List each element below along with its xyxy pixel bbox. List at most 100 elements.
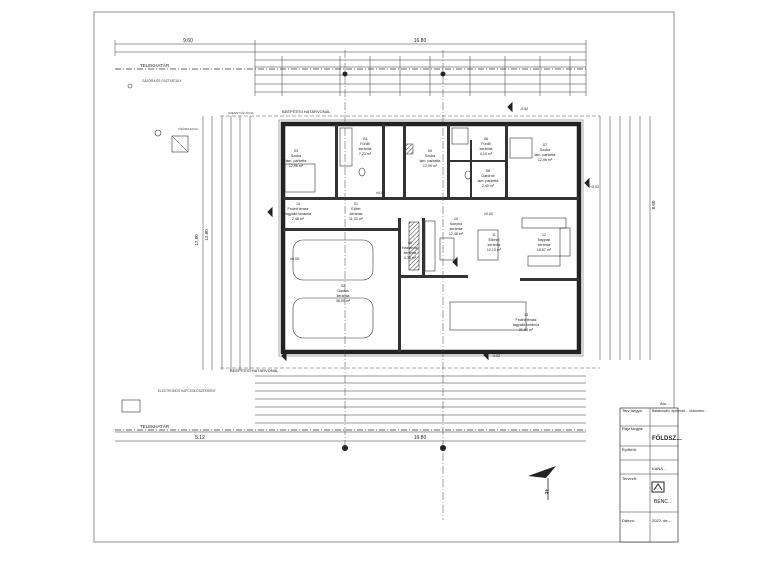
svg-text:Szoba: Szoba — [291, 154, 301, 158]
svg-text:2,48 m²: 2,48 m² — [292, 217, 305, 221]
svg-text:FÖLDSZ…: FÖLDSZ… — [652, 435, 682, 442]
svg-text:-0.62: -0.62 — [520, 107, 528, 111]
svg-text:12,96 m²: 12,96 m² — [538, 158, 553, 162]
dim-side-left: 17.80 — [194, 234, 199, 246]
svg-text:Étkező: Étkező — [489, 237, 500, 242]
svg-text:Gardrób: Gardrób — [481, 174, 494, 178]
title-block — [619, 407, 679, 543]
telekhatar-top: TELEKHATÁR — [140, 62, 170, 68]
svg-text:-0.02: -0.02 — [492, 354, 500, 358]
svg-text:12,96 m²: 12,96 m² — [289, 164, 304, 168]
svg-text:11,33 m²: 11,33 m² — [349, 217, 364, 221]
svg-text:08: 08 — [486, 169, 490, 173]
svg-text:2022. de…: 2022. de… — [652, 518, 672, 523]
epitesi-hatarvonal-top: BEÉPÍTÉSI HATÁRVONAL — [282, 109, 331, 114]
architect-logo-icon — [651, 481, 665, 493]
dim-left-bottom: 5.12 — [195, 435, 205, 441]
svg-text:kerámia: kerámia — [359, 147, 372, 151]
top-dim-ticks — [114, 40, 587, 96]
elektromos-label: ELEKTROMOS KAPCSOLÓSZEKRÉNY — [158, 388, 217, 393]
svg-text:Rajz tárgya:: Rajz tárgya: — [622, 426, 643, 431]
svg-text:Szoba: Szoba — [425, 154, 435, 158]
svg-text:Dátum:: Dátum: — [622, 518, 635, 523]
svg-text:Tervező:: Tervező: — [622, 476, 637, 481]
axis-marker-1 — [342, 445, 348, 451]
svg-text:Fürdő: Fürdő — [481, 142, 490, 146]
svg-text:4,38 m²: 4,38 m² — [404, 256, 417, 260]
svg-text:Háztartási: Háztartási — [402, 246, 418, 250]
level-markers: -0.62 +0.02 ±0.00 ±0.00 ±0.00 -0.02 — [290, 107, 599, 358]
svg-text:10: 10 — [454, 217, 458, 221]
svg-text:18,67 m²: 18,67 m² — [537, 248, 552, 252]
building-outline — [278, 119, 584, 357]
svg-text:±0.00: ±0.00 — [290, 257, 299, 261]
szennyviz-akna-label: SZENNYVÍZ AKNA — [228, 111, 254, 115]
dim-left-top: 9.60 — [183, 38, 193, 44]
sheet-border — [93, 11, 675, 543]
chimney — [404, 143, 414, 155]
interior-walls — [283, 124, 579, 352]
svg-text:12,09 m²: 12,09 m² — [423, 164, 438, 168]
svg-text:03: 03 — [294, 149, 298, 153]
svg-text:Garázs: Garázs — [337, 289, 349, 293]
svg-text:Építtető:: Építtető: — [622, 447, 637, 452]
svg-text:4,10 m²: 4,10 m² — [480, 152, 493, 156]
telekhatar-bottom: TELEKHATÁR — [140, 423, 170, 429]
svg-text:21,68 m²: 21,68 m² — [519, 328, 534, 332]
bottom-dimension-chains — [115, 375, 586, 433]
svg-text:Balatonalm. építendő… dokumen…: Balatonalm. építendő… dokumen… — [652, 409, 708, 413]
axis-marker-2 — [440, 445, 446, 451]
dim-overall-top: 16.80 — [414, 38, 427, 44]
svg-text:lam. parketta: lam. parketta — [286, 159, 307, 163]
svg-text:14: 14 — [296, 202, 300, 206]
svg-text:lam. parketta: lam. parketta — [478, 179, 499, 183]
svg-text:05: 05 — [428, 149, 432, 153]
svg-text:02: 02 — [341, 284, 345, 288]
title-block-text: Ato… Terv tárgya: Balatonalm. építendő… … — [622, 401, 708, 523]
svg-text:fagyálló kerámia: fagyálló kerámia — [513, 323, 539, 327]
svg-text:kerámia: kerámia — [404, 251, 417, 255]
section-markers — [267, 101, 590, 362]
svg-text:04: 04 — [363, 137, 367, 141]
svg-text:BENC…: BENC… — [654, 499, 673, 505]
svg-text:lam. parketta: lam. parketta — [420, 159, 441, 163]
svg-text:36,00 m²: 36,00 m² — [336, 299, 351, 303]
svg-text:12,13 m²: 12,13 m² — [487, 248, 502, 252]
top-dimension-chains — [115, 43, 586, 93]
svg-text:kerámia: kerámia — [480, 147, 493, 151]
svg-text:kerámia: kerámia — [488, 243, 501, 247]
left-dimension-chains — [202, 116, 251, 370]
gazora-symbol — [127, 83, 133, 89]
axis-lines — [344, 50, 444, 520]
svg-text:07: 07 — [543, 143, 547, 147]
elektromos-symbol — [121, 399, 141, 413]
svg-text:13: 13 — [524, 313, 528, 317]
svg-text:KANA…: KANA… — [652, 466, 667, 471]
akna-symbol — [154, 129, 162, 137]
svg-text:2,40 m²: 2,40 m² — [482, 184, 495, 188]
svg-text:Előtér: Előtér — [351, 207, 361, 211]
north-arrow-icon: # — [528, 466, 556, 500]
dim-overall-bottom: 16.80 — [414, 435, 427, 441]
svg-text:7,23 m²: 7,23 m² — [359, 152, 372, 156]
svg-text:Terv tárgya:: Terv tárgya: — [622, 408, 643, 413]
svg-text:kerámia: kerámia — [350, 212, 363, 216]
svg-text:+0.02: +0.02 — [590, 185, 599, 189]
svg-text:±0.00: ±0.00 — [484, 212, 493, 216]
svg-text:kerámia: kerámia — [337, 294, 350, 298]
dim-side-inner-left: 12.80 — [204, 229, 209, 241]
svg-text:Szoba: Szoba — [540, 148, 550, 152]
svg-text:11: 11 — [492, 233, 496, 237]
right-dimension-chains — [599, 116, 651, 360]
svg-text:#: # — [545, 489, 549, 496]
room-labels: 03 Szoba lam. parketta 12,96 m² 04 Fürdő… — [285, 137, 555, 332]
svg-text:fagyálló kerámia: fagyálló kerámia — [285, 212, 311, 216]
fixtures — [284, 127, 571, 339]
svg-text:Fürdő: Fürdő — [360, 142, 369, 146]
epitesi-hatarvonal-bottom: BEÉPÍTÉSI HATÁRVONAL — [230, 368, 279, 373]
svg-text:±0.00: ±0.00 — [376, 191, 385, 195]
svg-text:Konyha: Konyha — [450, 222, 462, 226]
vizora-akna-symbol — [171, 135, 189, 153]
svg-text:12,48 m²: 12,48 m² — [449, 232, 464, 236]
